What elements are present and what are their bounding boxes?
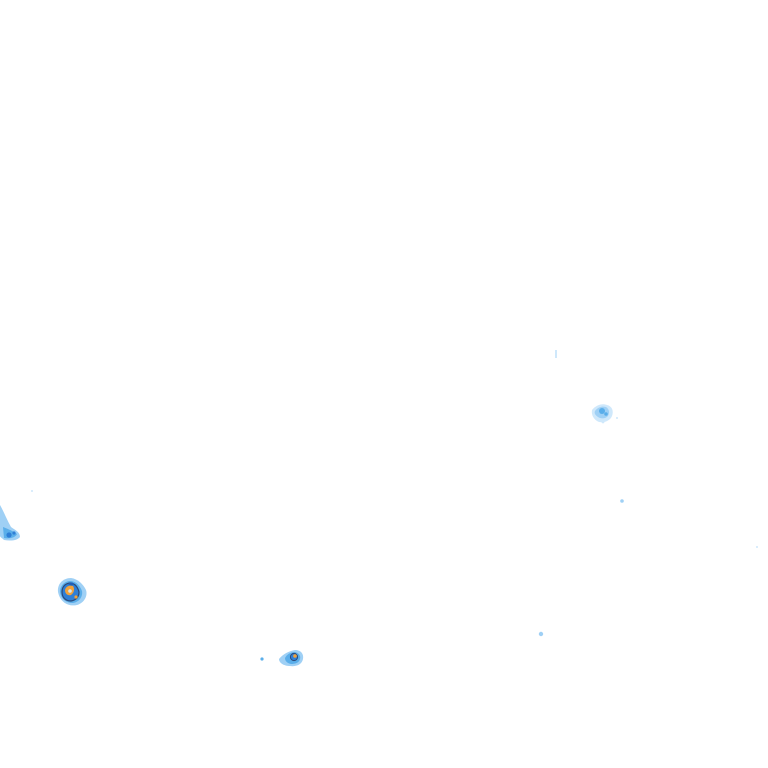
faint-echo-north — [555, 350, 557, 358]
faint-echo-southeast — [756, 546, 758, 548]
faint-echo-south-small — [538, 631, 544, 637]
southwest-strong-cell — [57, 578, 87, 606]
east-cell — [591, 404, 618, 424]
faint-echo-east — [620, 499, 624, 503]
west-edge-cell — [0, 505, 20, 541]
south-cell — [260, 650, 304, 667]
faint-echo-west-speck — [31, 490, 33, 492]
